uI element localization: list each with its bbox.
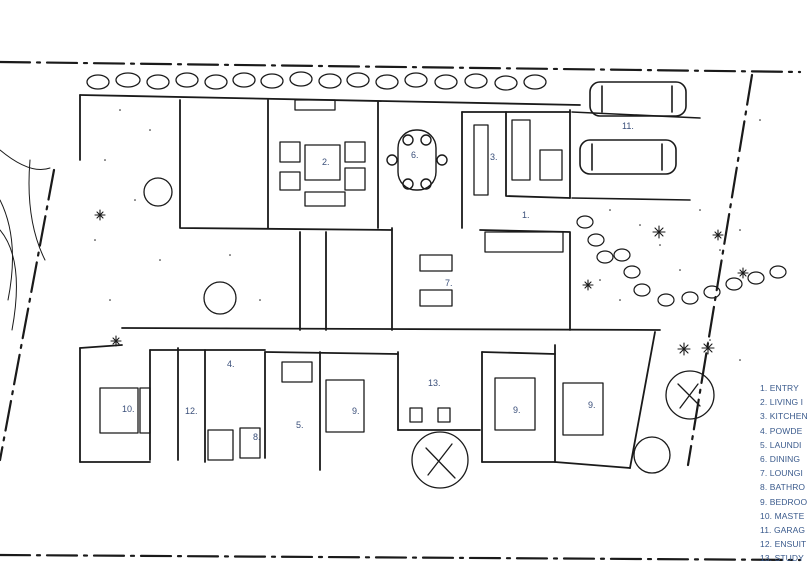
- stepping-stones-top: [86, 71, 547, 91]
- legend-item-laundry: 5. LAUNDI: [760, 439, 802, 450]
- stepping-stones-path: [576, 215, 787, 307]
- legend-item-kitchen: 3. KITCHEN: [760, 411, 808, 422]
- kitchen-fixtures: [473, 119, 563, 196]
- room-label-bedroom-a: 9.: [352, 406, 360, 416]
- room-label-powder: 4.: [227, 359, 235, 369]
- legend-item-study: 13. STUDY: [760, 553, 804, 564]
- legend-item-entry: 1. ENTRY: [760, 383, 799, 393]
- legend-item-powder: 4. POWDE: [760, 425, 803, 436]
- room-label-lounge: 7.: [445, 278, 453, 288]
- property-boundary: [0, 60, 802, 562]
- room-label-garage: 11.: [622, 121, 634, 131]
- trees: [143, 177, 715, 489]
- living-furniture: [279, 99, 366, 207]
- legend-item-bathroom: 8. BATHRO: [760, 482, 806, 493]
- garage: [571, 81, 701, 201]
- room-label-dining: 6.: [411, 150, 419, 160]
- legend-item-lounge: 7. LOUNGI: [760, 468, 803, 479]
- room-label-ensuite: 12.: [185, 406, 198, 416]
- house-walls: [79, 94, 661, 471]
- lounge-furniture: [419, 231, 564, 307]
- room-label-entry: 1.: [522, 210, 530, 220]
- shrubs: [94, 209, 749, 356]
- legend-item-garage: 11. GARAG: [760, 525, 806, 536]
- landscape-lines: [0, 149, 51, 331]
- legend-item-dining: 6. DINING: [760, 454, 801, 465]
- room-label-master: 10.: [122, 404, 135, 414]
- bedroom-furniture: [99, 361, 604, 461]
- room-label-bathroom: 8.: [253, 432, 261, 442]
- room-labels: 1. 2. 3. 4. 5. 6. 7. 8. 9. 9. 9. 10. 11.…: [122, 121, 634, 442]
- room-label-living: 2.: [322, 157, 330, 167]
- room-label-bedroom-b: 9.: [513, 405, 521, 415]
- room-label-bedroom-c: 9.: [588, 400, 596, 410]
- legend-item-bedroom: 9. BEDROO: [760, 496, 808, 507]
- legend-item-ensuite: 12. ENSUIT: [760, 539, 807, 550]
- dining-table: [386, 129, 448, 191]
- room-label-study: 13.: [428, 378, 441, 388]
- room-legend: 1. ENTRY 2. LIVING I 3. KITCHEN 4. POWDE…: [760, 381, 808, 566]
- room-label-kitchen: 3.: [490, 152, 498, 162]
- legend-item-master: 10. MASTE: [760, 510, 805, 521]
- room-label-laundry: 5.: [296, 420, 304, 430]
- gravel-stipple: [94, 109, 761, 361]
- legend-item-living: 2. LIVING I: [760, 397, 804, 408]
